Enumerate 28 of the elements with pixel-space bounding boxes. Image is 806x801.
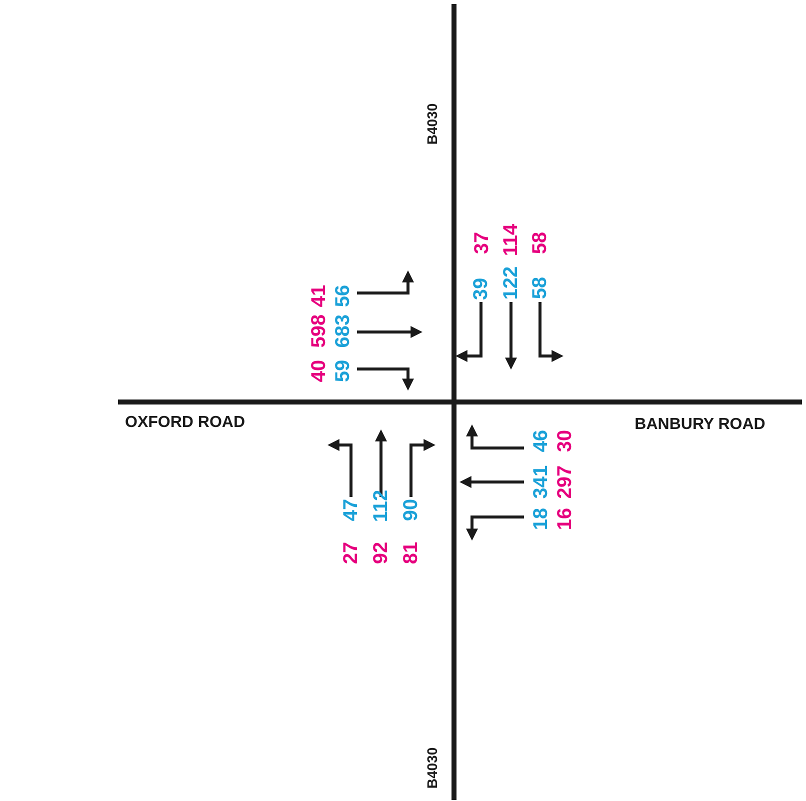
traffic-count: 39 [471, 278, 491, 300]
traffic-count: 122 [501, 266, 521, 300]
traffic-count: 114 [501, 224, 521, 256]
road-name: B4030 [425, 103, 439, 145]
traffic-count: 297 [555, 465, 575, 499]
traffic-count: 16 [555, 508, 575, 530]
traffic-count: 58 [530, 232, 550, 254]
traffic-count: 27 [341, 542, 361, 564]
road-name: BANBURY ROAD [634, 417, 766, 433]
traffic-count: 40 [309, 360, 329, 382]
traffic-count: 46 [531, 430, 551, 452]
traffic-count: 37 [472, 232, 492, 254]
traffic-count: 30 [555, 430, 575, 452]
traffic-count: 81 [401, 542, 421, 564]
road-name: B4030 [425, 747, 439, 789]
traffic-count: 58 [530, 276, 550, 300]
traffic-count: 41 [309, 284, 329, 308]
traffic-count: 598 [309, 314, 329, 348]
road-name: OXFORD ROAD [125, 415, 245, 431]
traffic-count: 59 [333, 360, 353, 382]
traffic-count: 90 [401, 498, 421, 522]
traffic-count: 18 [531, 508, 551, 530]
traffic-count: 92 [371, 542, 391, 564]
traffic-count: 683 [333, 314, 353, 348]
traffic-count: 112 [371, 490, 391, 522]
traffic-count: 47 [341, 498, 361, 522]
traffic-count: 56 [333, 284, 353, 308]
traffic-count: 341 [531, 465, 551, 499]
